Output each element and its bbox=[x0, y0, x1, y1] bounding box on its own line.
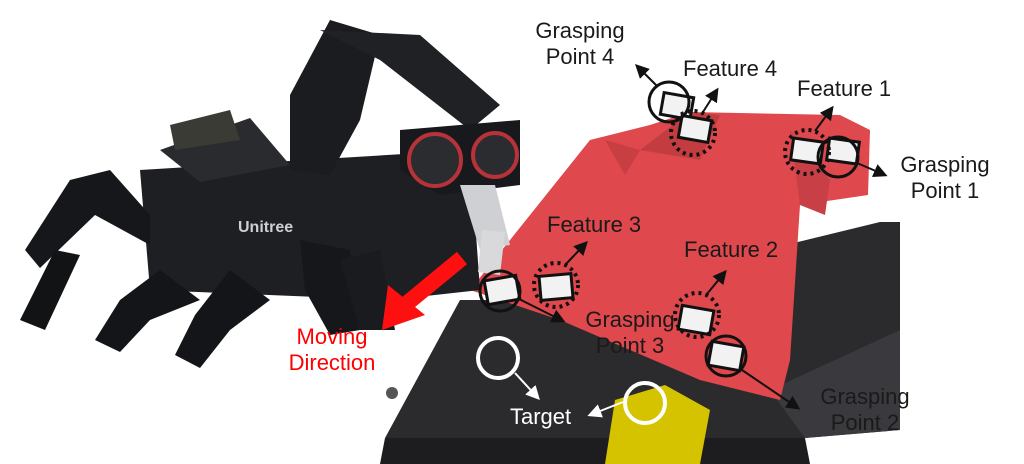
target-circle-1 bbox=[476, 336, 520, 380]
label-target: Target bbox=[510, 404, 572, 429]
feature-1-circle bbox=[783, 128, 831, 176]
aruco-markers bbox=[482, 90, 862, 373]
grasping-point-2-circle bbox=[704, 334, 748, 378]
feature-2-circle bbox=[673, 291, 721, 339]
target-arrow-1 bbox=[514, 372, 540, 401]
yellow-patch bbox=[605, 385, 710, 464]
label-feature-3: Feature 3 bbox=[547, 212, 642, 237]
feature-3-circle bbox=[532, 261, 580, 309]
grasping-point-1-circle bbox=[816, 135, 860, 179]
feature-4-arrow bbox=[702, 87, 719, 113]
feature-4-circle bbox=[669, 109, 717, 157]
grasping-point-4-arrow bbox=[635, 64, 658, 87]
grasping-point-3-arrow bbox=[518, 298, 566, 323]
quadruped-robot: Unitree bbox=[20, 20, 520, 368]
feature-1-arrow bbox=[814, 105, 834, 132]
platform-bolt bbox=[386, 387, 398, 399]
grasping-point-3-circle bbox=[478, 269, 522, 313]
moving-direction-arrow bbox=[382, 251, 468, 330]
feature-3-arrow bbox=[565, 240, 588, 265]
label-feature-4: Feature 4 bbox=[683, 56, 778, 81]
grasping-point-1-arrow bbox=[856, 162, 888, 178]
feature-2-arrow bbox=[706, 269, 727, 295]
grasping-point-2-arrow bbox=[741, 369, 801, 410]
label-feature-1: Feature 1 bbox=[797, 76, 892, 101]
robot-logo: Unitree bbox=[238, 219, 293, 236]
grasping-point-4-circle bbox=[647, 80, 691, 124]
target-circle-2 bbox=[623, 381, 667, 425]
label-feature-2: Feature 2 bbox=[684, 237, 779, 262]
target-arrow-2 bbox=[587, 401, 624, 418]
